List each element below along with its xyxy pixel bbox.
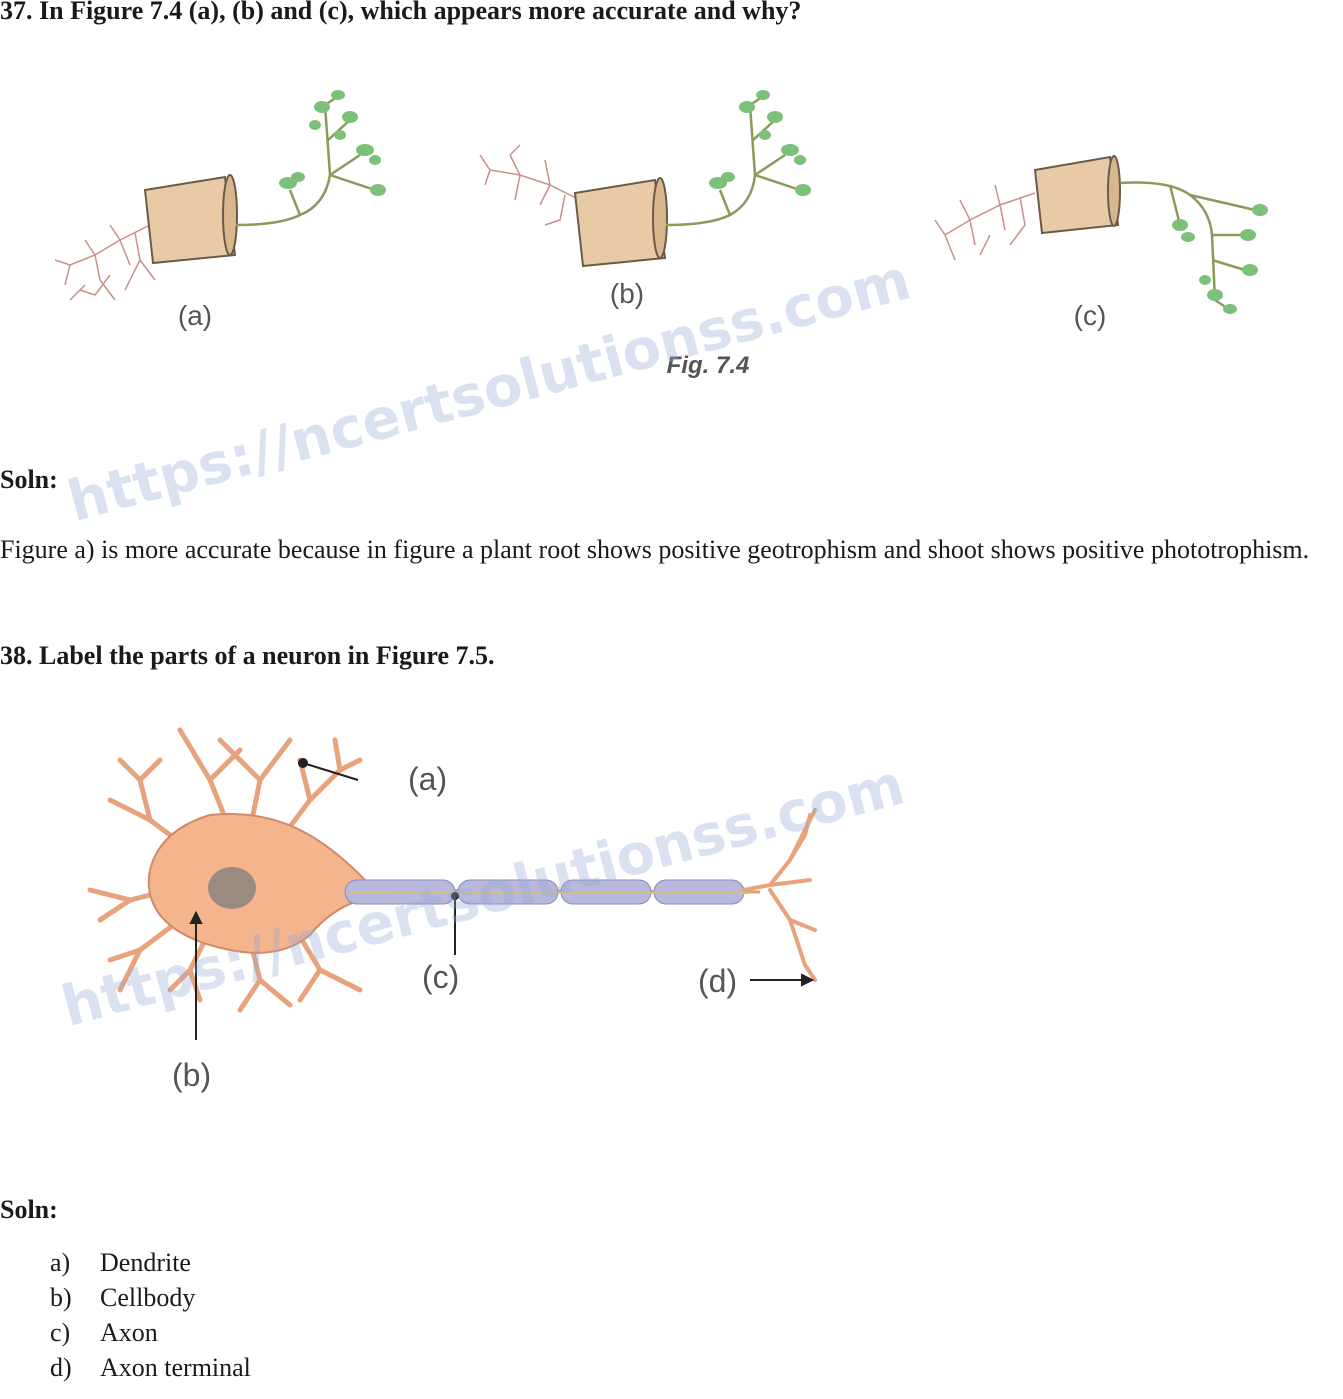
plant-b: (b) [479, 90, 811, 309]
shoot-c [1119, 181, 1256, 312]
list-item: c) Axon [50, 1315, 251, 1350]
leaves-c [1172, 204, 1268, 314]
nucleus [208, 867, 256, 909]
soln-label-37: Soln: [0, 465, 58, 494]
list-marker: d) [50, 1353, 72, 1382]
roots-b [479, 144, 581, 226]
neuron-label-d: (d) [698, 963, 737, 999]
plant-a: (a) [54, 90, 386, 331]
shoot-a [235, 93, 376, 227]
shoot-b [665, 93, 801, 227]
list-item: a) Dendrite [50, 1245, 251, 1280]
soln-label-38: Soln: [0, 1195, 58, 1224]
answer-text: Axon terminal [100, 1353, 251, 1382]
answer-list-38: a) Dendrite b) Cellbody c) Axon d) Axon term… [50, 1245, 251, 1385]
pot-b [573, 178, 667, 268]
answer-text: Axon [100, 1318, 158, 1347]
answer-37: Figure a) is more accurate because in fi… [0, 535, 1310, 564]
axon [344, 879, 761, 905]
pot-c [1033, 155, 1120, 235]
figure-caption: Fig. 7.4 [667, 352, 750, 379]
list-marker: a) [50, 1248, 71, 1277]
list-marker: b) [50, 1283, 72, 1312]
label-c: (c) [1074, 300, 1107, 331]
list-item: d) Axon terminal [50, 1350, 251, 1385]
figure-7-4: (a) (b) [54, 90, 1268, 379]
answer-text: Dendrite [100, 1248, 191, 1277]
plant-c: (c) [934, 155, 1268, 331]
question-37: 37. In Figure 7.4 (a), (b) and (c), whic… [0, 0, 802, 25]
cell-body [147, 813, 372, 954]
roots-a [54, 224, 156, 301]
answer-text: Cellbody [100, 1283, 196, 1312]
leaves-a [279, 90, 386, 196]
neuron-label-c: (c) [422, 959, 459, 995]
leaves-b [709, 90, 811, 196]
roots-c [934, 184, 1036, 261]
list-item: b) Cellbody [50, 1280, 251, 1315]
label-b: (b) [610, 278, 644, 309]
label-a: (a) [178, 300, 212, 331]
list-marker: c) [50, 1318, 71, 1347]
neuron-label-b: (b) [172, 1057, 211, 1093]
neuron-label-a: (a) [408, 761, 447, 797]
figure-7-5-neuron: (a) (b) (c) (d) [87, 727, 817, 1093]
pot-a [143, 175, 237, 265]
axon-terminals [742, 808, 817, 982]
question-38: 38. Label the parts of a neuron in Figur… [0, 641, 495, 670]
